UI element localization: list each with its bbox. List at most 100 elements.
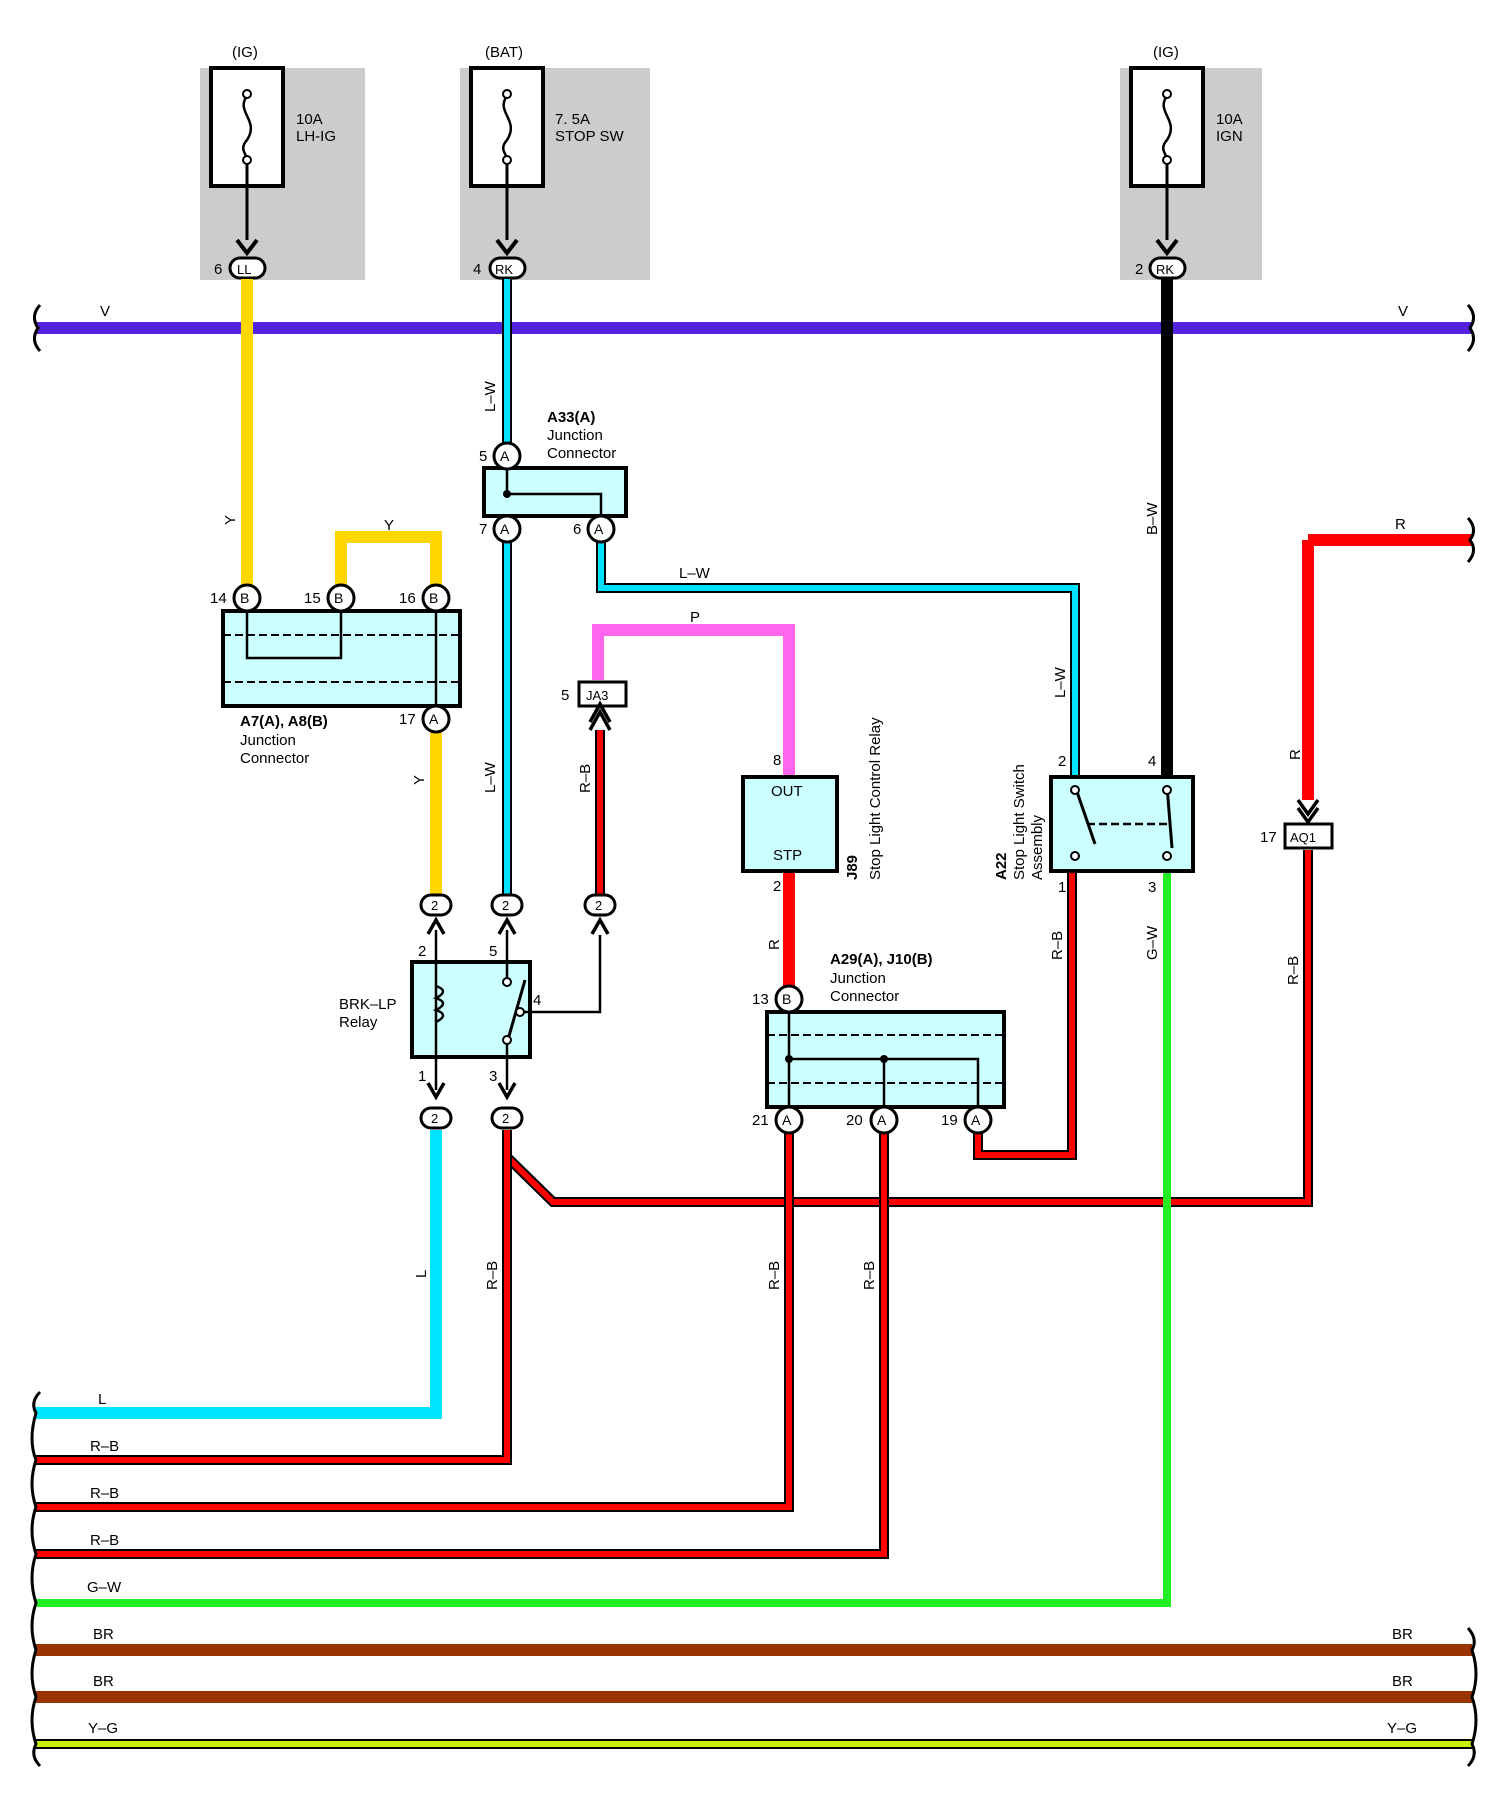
fuse-supply-label: (IG)	[1153, 44, 1179, 61]
fuse-pin: 6	[214, 261, 222, 278]
pin-number: 19	[941, 1112, 958, 1129]
pin-number: 7	[479, 521, 487, 538]
pin-number: 3	[489, 1068, 497, 1085]
wire-label: R–B	[577, 764, 594, 793]
a7-a8-junction-connector: B B B A 14 15 16 17 A7(A), A8(B) Junctio…	[210, 583, 462, 767]
a33-junction-connector: A A A 5 7 6 A33(A) Junction Connector	[479, 409, 628, 544]
component-label: Junction	[830, 970, 886, 987]
wire-label: R–B	[766, 1261, 783, 1290]
pin-number: 14	[210, 590, 227, 607]
pin-label: B	[782, 991, 791, 1007]
bottom-wire-label-right: Y–G	[1387, 1720, 1417, 1737]
bottom-wire-bundle: L R–B R–B R–B G–W BR BR Y–G BR BR Y–G	[30, 1390, 1478, 1768]
wire-b-w: B–W	[1144, 279, 1173, 788]
component-label: Relay	[339, 1014, 378, 1031]
brk-lp-relay: 4 2 5 1 3 BRK–LP Relay 2 2 2 2 2	[339, 893, 617, 1130]
wire-label: B–W	[1144, 502, 1161, 535]
pin-label: A	[500, 448, 510, 464]
bottom-wire-label: Y–G	[88, 1720, 118, 1737]
pin-number: 17	[399, 711, 416, 728]
wire-label: R–B	[861, 1261, 878, 1290]
fuse-stop-sw: (BAT) 7. 5A STOP SW 4 RK	[460, 44, 650, 280]
inline-connector: 2	[431, 1111, 438, 1126]
pin-label: A	[877, 1112, 887, 1128]
component-code: A29(A), J10(B)	[830, 951, 933, 968]
pin-number: 1	[418, 1068, 426, 1085]
pin-number: 5	[479, 448, 487, 465]
wire-label: G–W	[1144, 925, 1161, 960]
pin-number: 20	[846, 1112, 863, 1129]
wire-label: R	[766, 939, 783, 950]
pin-number: 4	[533, 992, 541, 1009]
pin-label: B	[429, 590, 438, 606]
pin-label: A	[782, 1112, 792, 1128]
component-label: Connector	[830, 988, 899, 1005]
component-code: A7(A), A8(B)	[240, 713, 328, 730]
fuse-connector: RK	[495, 262, 513, 277]
pin-number: 4	[1148, 753, 1156, 770]
wire-r-b-group: R–B R–B R–B R–B R–B R–B	[36, 730, 1313, 1559]
pin-number: 17	[1260, 829, 1277, 846]
fuse-pin: 4	[473, 261, 481, 278]
pin-number: 2	[418, 943, 426, 960]
pin-label: B	[240, 590, 249, 606]
pin-number: 16	[399, 590, 416, 607]
fuse-name: LH-IG	[296, 128, 336, 145]
component-code: A33(A)	[547, 409, 595, 426]
pin-label: A	[429, 711, 439, 727]
j89-stop-light-control-relay: OUT STP 8 2 J89 Stop Light Control Relay	[741, 717, 884, 895]
wire-p: P	[592, 609, 795, 775]
wire-label: R	[1395, 516, 1406, 533]
pin-number: 8	[773, 752, 781, 769]
fuse-connector: LL	[237, 262, 251, 277]
wire-y: Y Y Y	[222, 279, 442, 895]
wire-label: V	[100, 303, 110, 320]
fuse-pin: 2	[1135, 261, 1143, 278]
pin-number: 6	[573, 521, 581, 538]
fuse-supply-label: (BAT)	[485, 44, 523, 61]
component-label: BRK–LP	[339, 996, 397, 1013]
wire-label: R–B	[484, 1261, 501, 1290]
wire-v-bus: V V	[33, 303, 1475, 353]
fuse-supply-label: (IG)	[232, 44, 258, 61]
bottom-wire-label: R–B	[90, 1485, 119, 1502]
wire-label: Y	[222, 515, 239, 525]
wire-label: R–B	[1285, 956, 1302, 985]
pin-number: 21	[752, 1112, 769, 1129]
pin-label: B	[334, 590, 343, 606]
fuse-rating: 10A	[1216, 111, 1243, 128]
pin-number: 1	[1058, 879, 1066, 896]
wire-label: L–W	[482, 380, 499, 412]
wire-label: Y	[384, 517, 394, 534]
ja3-connector: JA3 5	[561, 680, 628, 731]
pin-number: 13	[752, 991, 769, 1008]
fuse-rating: 7. 5A	[555, 111, 590, 128]
wire-r-j89: R	[766, 870, 795, 990]
bottom-wire-label: R–B	[90, 1532, 119, 1549]
fuse-ign: (IG) 10A IGN 2 RK	[1120, 44, 1262, 280]
component-label: Connector	[240, 750, 309, 767]
a22-stop-light-switch: 2 4 1 3 A22 Stop Light Switch Assembly	[993, 753, 1195, 896]
pin-label: A	[594, 521, 604, 537]
wire-label: L–W	[1052, 666, 1069, 698]
inline-connector: 2	[502, 898, 509, 913]
component-label: Stop Light Switch	[1011, 764, 1028, 880]
wire-l-w: L–W L–W L–W L–W	[482, 279, 1080, 895]
bottom-wire-label-right: BR	[1392, 1673, 1413, 1690]
pin-number: 2	[1058, 753, 1066, 770]
pin-number: 2	[773, 878, 781, 895]
component-label: Assembly	[1029, 814, 1046, 880]
wire-label: L–W	[482, 761, 499, 793]
fuse-lh-ig: (IG) 10A LH-IG 6 LL	[200, 44, 365, 280]
aq1-connector: AQ1 17	[1260, 798, 1334, 850]
wire-label: Y	[411, 775, 428, 785]
pin-number: 15	[304, 590, 321, 607]
bottom-wire-label: BR	[93, 1626, 114, 1643]
fuse-name: STOP SW	[555, 128, 624, 145]
wire-label: L	[413, 1270, 430, 1278]
pin-label: A	[500, 521, 510, 537]
component-label: Connector	[547, 445, 616, 462]
fuse-name: IGN	[1216, 128, 1243, 145]
wire-label: L–W	[679, 565, 711, 582]
